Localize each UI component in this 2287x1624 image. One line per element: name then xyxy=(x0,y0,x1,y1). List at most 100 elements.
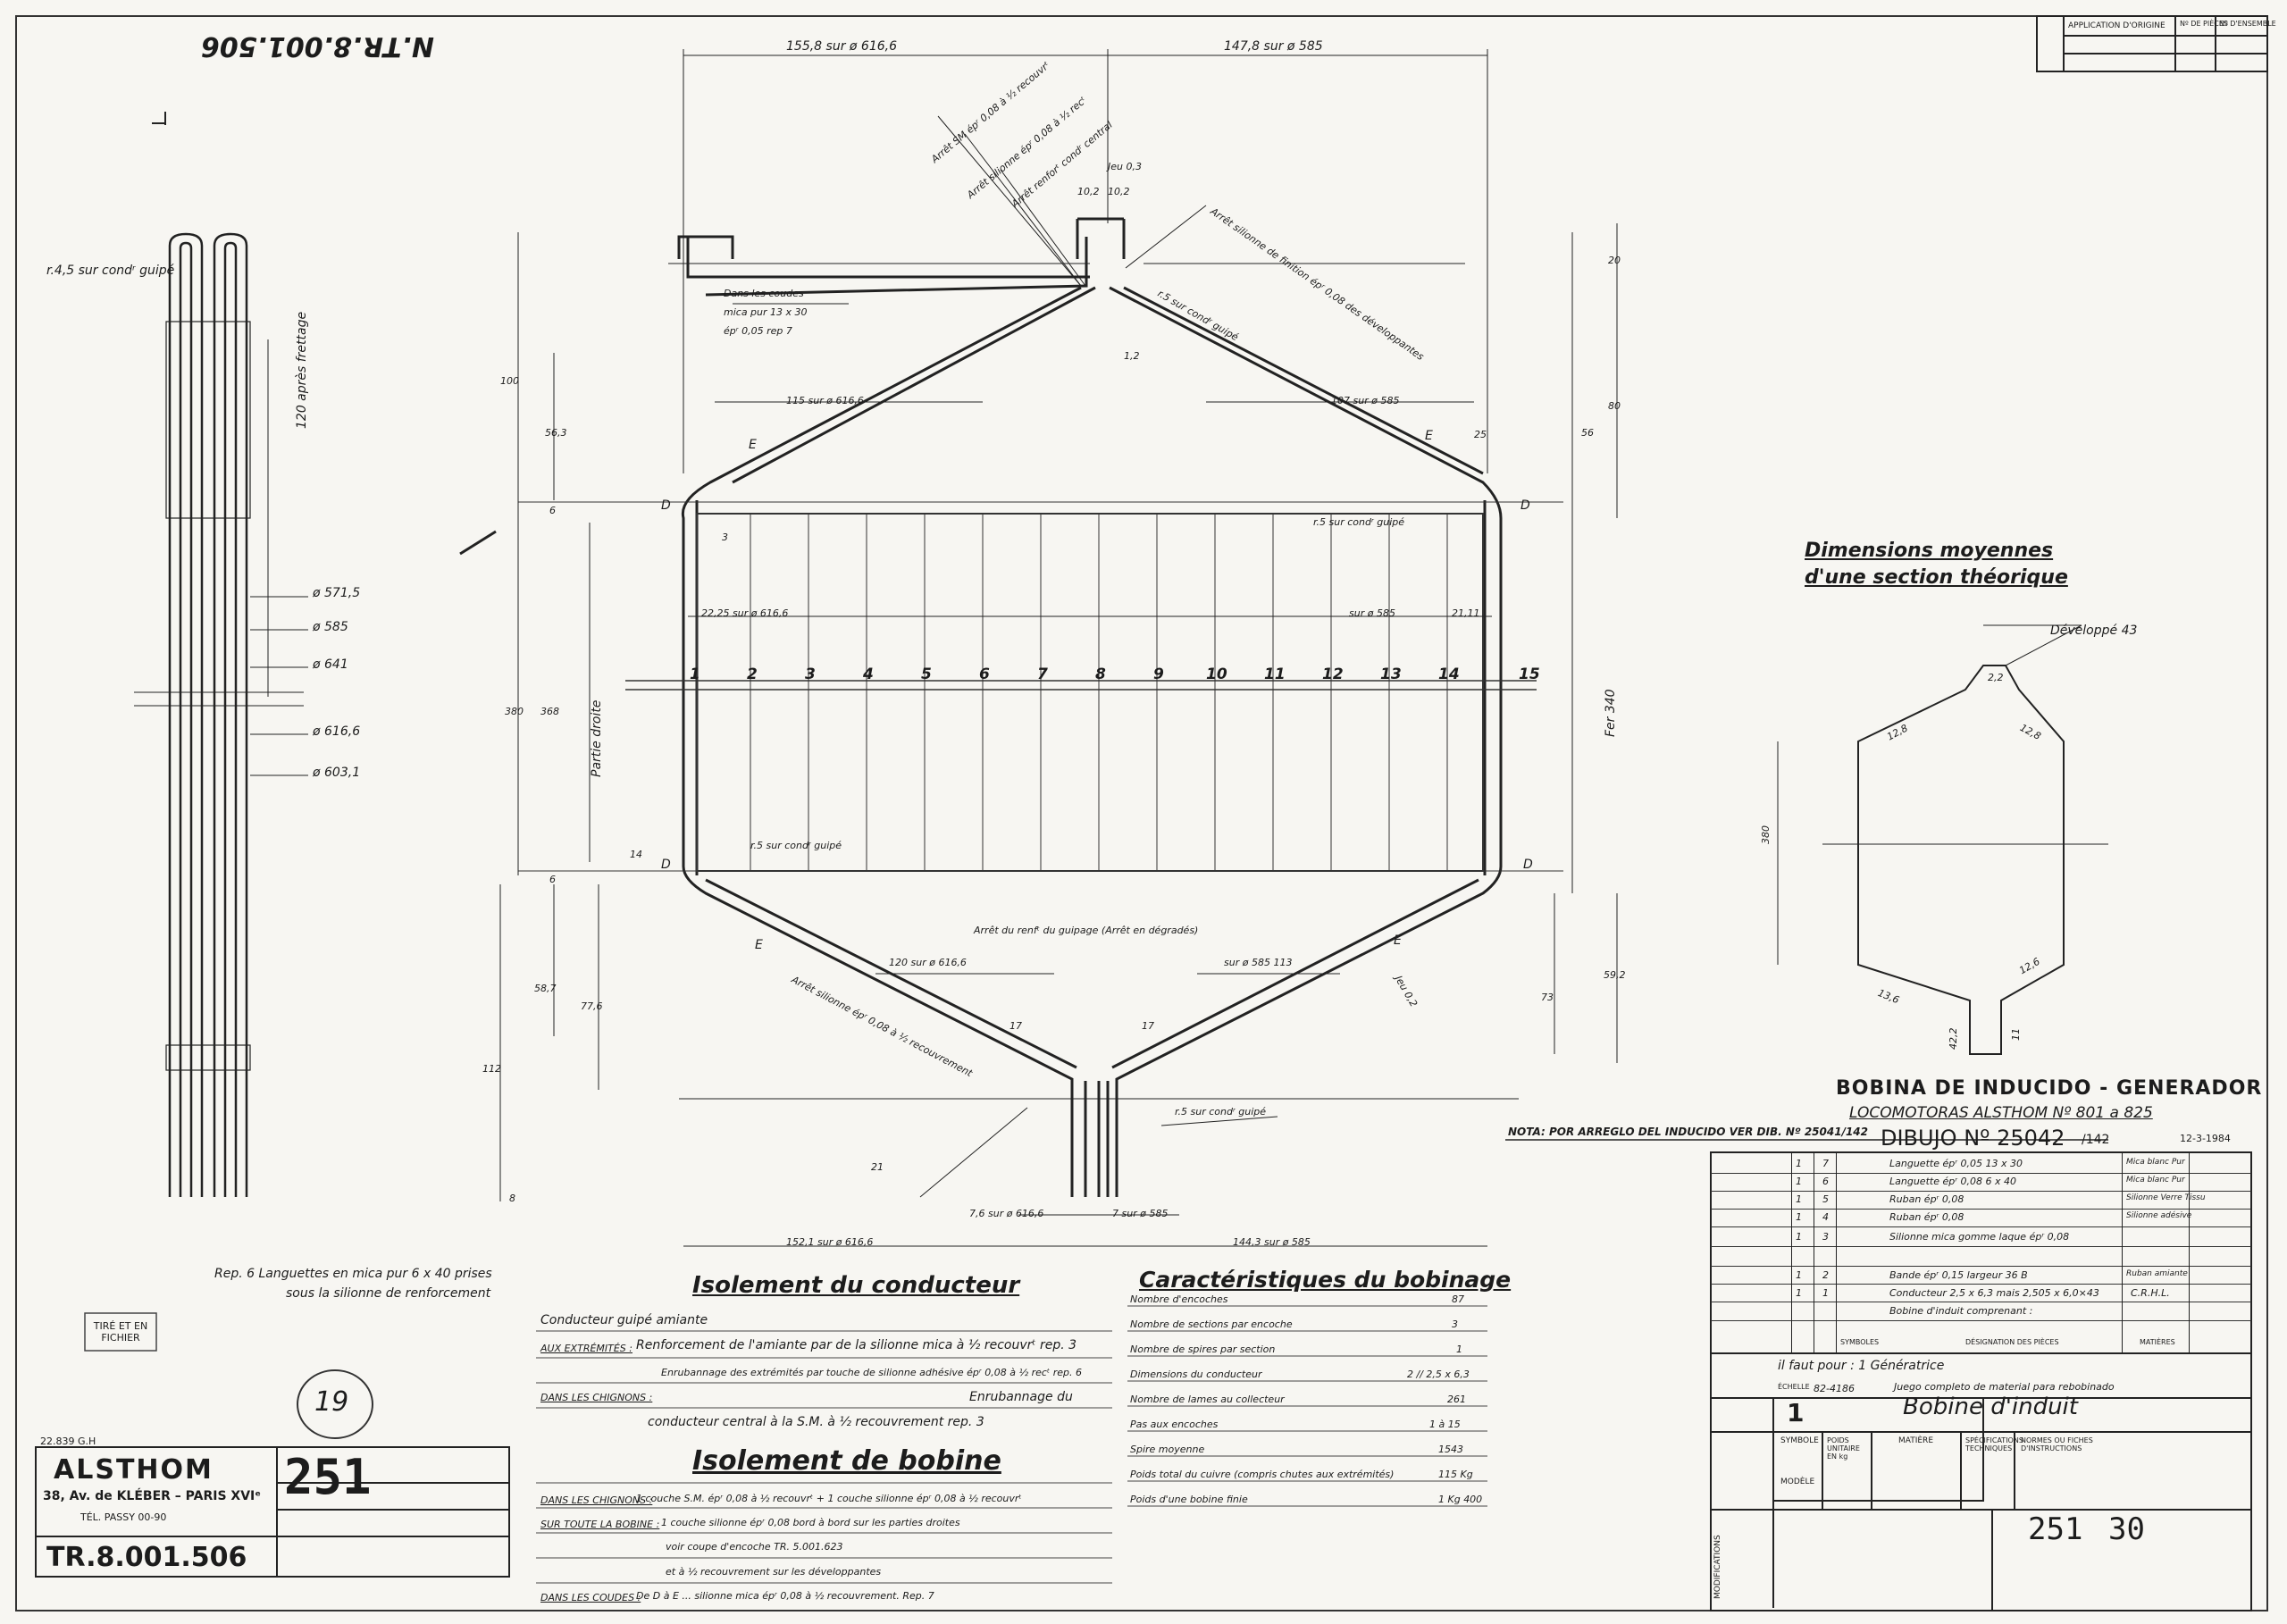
echelle-label: ÉCHELLE xyxy=(1778,1383,1810,1391)
bom-qty-3: 1 xyxy=(1796,1193,1802,1205)
carac-label-5: Nombre de lames au collecteur xyxy=(1130,1394,1285,1405)
carac-value-5: 261 xyxy=(1447,1394,1466,1405)
section-developpe: Développé 43 xyxy=(2050,624,2138,638)
arret-renf: Arrêt du renfᵗ du guipage (Arrêt en dégr… xyxy=(974,925,1199,936)
bom-header-materials: MATIÈRES xyxy=(2140,1338,2175,1346)
slot-number-3: 3 xyxy=(805,666,816,683)
application-pieces: Nº DE PIÈCES xyxy=(2180,20,2229,28)
iso-bob-line-4: et à ½ recouvrement sur les développante… xyxy=(666,1566,882,1578)
iso-cond-line-4-label: DANS LES CHIGNONS : xyxy=(540,1392,653,1403)
iso-cond-line-2-label: AUX EXTRÉMITÉS : xyxy=(540,1343,632,1354)
bom-qty-1: 1 xyxy=(1796,1158,1802,1169)
side-r45-label: r.4,5 sur condʳ guipé xyxy=(46,264,175,278)
carac-label-3: Nombre de spires par section xyxy=(1130,1344,1276,1355)
bom-desc-7: Bande épʳ 0,15 largeur 36 B xyxy=(1889,1269,2028,1281)
top-right-width: 147,8 sur ø 585 xyxy=(1224,39,1323,54)
bom-qty-8: 1 xyxy=(1796,1287,1802,1299)
stamp-text: TIRÉ ET EN FICHIER xyxy=(93,1320,148,1344)
tb-poids: POIDS UNITAIRE EN kg xyxy=(1827,1436,1860,1461)
carac-label-7: Spire moyenne xyxy=(1130,1444,1205,1455)
company-initials: 22.839 G.H xyxy=(40,1436,96,1447)
top-left-width: 155,8 sur ø 616,6 xyxy=(786,39,897,54)
corner-d-lower-left: D xyxy=(661,858,671,872)
upper-right-arm: 107 sur ø 585 xyxy=(1331,395,1400,406)
bom-rep-4: 4 xyxy=(1822,1211,1829,1223)
dim-25: 25 xyxy=(1474,429,1487,440)
coudes-note-2: mica pur 13 x 30 xyxy=(724,306,808,318)
bom-rep-8: 1 xyxy=(1822,1287,1829,1299)
dim-21: 21 xyxy=(871,1161,884,1173)
bom-rep-1: 7 xyxy=(1822,1158,1829,1169)
bom-rep-7: 2 xyxy=(1822,1269,1829,1281)
side-view-diameters xyxy=(250,596,308,776)
bom-desc-5: Silionne mica gomme laque épʳ 0,08 xyxy=(1889,1231,2070,1243)
tb-number: 251 xyxy=(2028,1511,2083,1547)
characteristics-rules xyxy=(1127,1305,1487,1507)
bottom-left-width: 152,1 sur ø 616,6 xyxy=(786,1236,874,1248)
carac-value-2: 3 xyxy=(1452,1318,1458,1330)
stamp-box xyxy=(84,1312,157,1352)
slot-number-4: 4 xyxy=(863,666,874,683)
side-diameter-2: ø 585 xyxy=(313,620,348,634)
title-block-frames xyxy=(35,15,2268,1611)
section-dim-380: 380 xyxy=(1760,825,1772,844)
spanish-title-1: BOBINA DE INDUCIDO - GENERADOR xyxy=(1836,1077,2263,1100)
r5-right: r.5 sur condʳ guipé xyxy=(1313,516,1405,528)
iso-bob-line-5-label: DANS LES COUDES : xyxy=(540,1592,641,1603)
dim-20: 20 xyxy=(1608,255,1621,266)
company-number: 251 xyxy=(284,1449,372,1505)
slot-number-9: 9 xyxy=(1153,666,1164,683)
dim-17-a: 17 xyxy=(1009,1020,1022,1032)
dimension-lines xyxy=(499,49,1618,1247)
bom-desc-1: Languette épʳ 0,05 13 x 30 xyxy=(1889,1158,2023,1169)
bom-qty-7: 1 xyxy=(1796,1269,1802,1281)
carac-value-4: 2 // 2,5 x 6,3 xyxy=(1407,1369,1470,1380)
jeu-03: Jeu 0,3 xyxy=(1108,161,1142,172)
lower-right-arm: sur ø 585 113 xyxy=(1224,957,1293,968)
dim-21-11: 21,11 xyxy=(1452,607,1480,619)
partie-droite: Partie droite xyxy=(590,699,604,777)
bom-desc-2: Languette épʳ 0,08 6 x 40 xyxy=(1889,1176,2017,1187)
carac-label-1: Nombre d'encoches xyxy=(1130,1293,1228,1305)
carac-label-2: Nombre de sections par encoche xyxy=(1130,1318,1293,1330)
corner-e-lower-left: E xyxy=(755,938,763,952)
dibujo-suffix: /142 xyxy=(2082,1133,2110,1147)
corner-d-lower-right: D xyxy=(1523,858,1533,872)
carac-label-9: Poids d'une bobine finie xyxy=(1130,1494,1248,1505)
bom-mat-2: Mica blanc Pur xyxy=(2126,1176,2185,1185)
iso-bob-line-2-label: SUR TOUTE LA BOBINE : xyxy=(540,1519,660,1530)
corner-d-upper-right: D xyxy=(1520,498,1530,513)
isolement-bobine-title: Isolement de bobine xyxy=(692,1445,1001,1477)
bom-mat-8: C.R.H.L. xyxy=(2131,1287,2170,1299)
dim-56: 56 xyxy=(1581,427,1594,439)
sheet-border xyxy=(15,15,2268,1611)
tb-spanish-note: Juego completo de material para rebobina… xyxy=(1894,1381,2115,1393)
coudes-note-1: Dans les coudes xyxy=(724,288,804,299)
slot-number-7: 7 xyxy=(1037,666,1048,683)
carac-value-9: 1 Kg 400 xyxy=(1438,1494,1483,1505)
bom-mat-3: Silionne Verre Tissu xyxy=(2126,1193,2206,1202)
application-origine: APPLICATION D'ORIGINE xyxy=(2068,21,2166,30)
side-view xyxy=(134,232,304,1197)
dim-6-a: 6 xyxy=(549,505,556,516)
tb-sub: 30 xyxy=(2108,1511,2145,1547)
upper-left-arm: 115 sur ø 616,6 xyxy=(786,395,864,406)
tb-title: Bobine d'induit xyxy=(1903,1394,2078,1420)
bom-rep-5: 3 xyxy=(1822,1231,1829,1243)
carac-value-3: 1 xyxy=(1456,1344,1462,1355)
bom-qty-5: 1 xyxy=(1796,1231,1802,1243)
tb-modele: MODÈLE xyxy=(1780,1478,1815,1486)
bom-mat-1: Mica blanc Pur xyxy=(2126,1158,2185,1167)
application-ensemble: Nº D'ENSEMBLE xyxy=(2219,20,2276,28)
carac-value-6: 1 à 15 xyxy=(1429,1419,1461,1430)
tb-modifications: MODIFICATIONS xyxy=(1713,1535,1722,1599)
slot-grid xyxy=(518,501,1563,872)
carac-value-1: 87 xyxy=(1452,1293,1464,1305)
dim-59-2: 59,2 xyxy=(1604,969,1626,981)
carac-label-6: Pas aux encoches xyxy=(1130,1419,1219,1430)
corner-e-lower-right: E xyxy=(1394,933,1402,948)
corner-d-upper-left: D xyxy=(661,498,671,513)
corner-e-upper-left: E xyxy=(749,438,757,452)
dim-56-3: 56,3 xyxy=(545,427,567,439)
bom-qty-2: 1 xyxy=(1796,1176,1802,1187)
